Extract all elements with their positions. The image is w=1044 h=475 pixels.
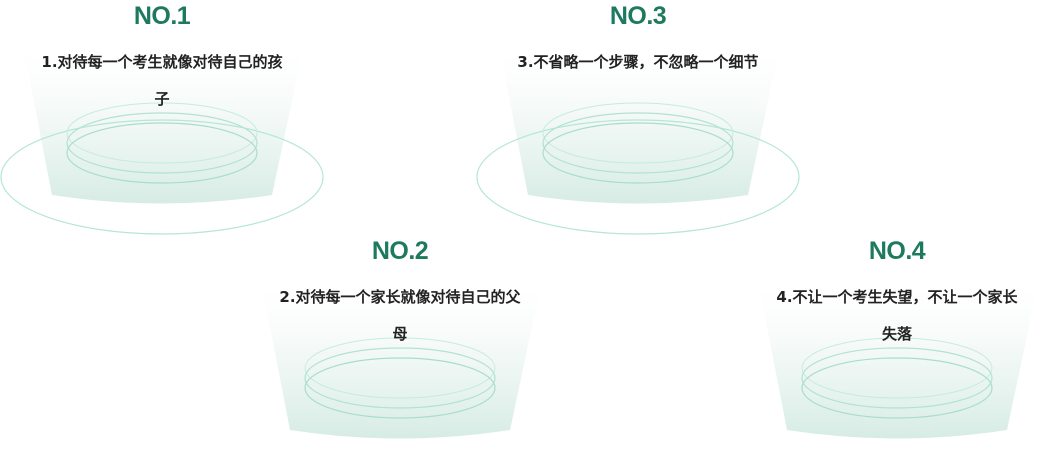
podium-ring: [304, 347, 496, 409]
value-card: NO.4 4.不让一个考生失望，不让一个家长失落: [735, 235, 1044, 475]
podium-ring: [542, 122, 734, 184]
podium-illustration: [476, 40, 800, 235]
card-number: NO.4: [868, 237, 926, 265]
card-number: NO.1: [133, 2, 191, 30]
card-description: 4.不让一个考生失望，不让一个家长失落: [776, 288, 1018, 343]
podium-illustration: [260, 275, 543, 439]
outer-ring: [476, 119, 800, 235]
card-number: NO.3: [609, 2, 667, 30]
podium-ring: [66, 102, 258, 164]
podium-ring: [801, 357, 993, 419]
value-card: NO.2 2.对待每一个家长就像对待自己的父母: [238, 235, 568, 475]
outer-ring: [0, 119, 324, 235]
podium-ring: [304, 337, 496, 399]
podium-ring: [66, 122, 258, 184]
value-card: NO.3 3.不省略一个步骤，不忽略一个细节: [476, 0, 806, 240]
podium-ring: [542, 112, 734, 174]
card-description: 1.对待每一个考生就像对待自己的孩子: [41, 53, 283, 108]
card-description: 3.不省略一个步骤，不忽略一个细节: [517, 53, 759, 71]
podium-illustration: [0, 40, 324, 235]
podium-ring: [801, 347, 993, 409]
podium-ring: [304, 357, 496, 419]
value-card: NO.1 1.对待每一个考生就像对待自己的孩子: [0, 0, 330, 240]
podium-ring: [542, 102, 734, 164]
card-number: NO.2: [371, 237, 429, 265]
card-description: 2.对待每一个家长就像对待自己的父母: [279, 288, 521, 343]
podium-illustration: [757, 275, 1040, 439]
podium-ring: [66, 112, 258, 174]
podium-ring: [801, 337, 993, 399]
